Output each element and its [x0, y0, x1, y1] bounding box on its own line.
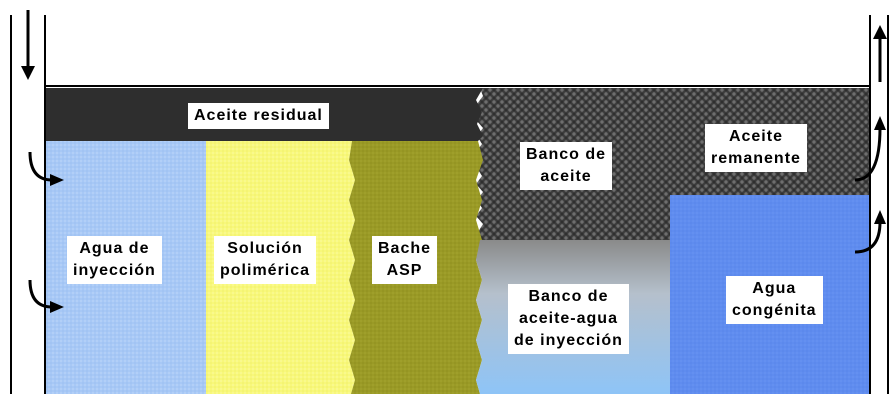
- injection-water-label: Agua de inyección: [67, 236, 162, 284]
- remaining-oil-label: Aceite remanente: [705, 124, 807, 172]
- asp-slug-label: Bache ASP: [372, 236, 438, 284]
- curved-arrow-right-icon: [28, 279, 64, 313]
- down-arrow-icon: [21, 10, 35, 80]
- curved-arrow-up-icon: [854, 210, 886, 254]
- connate-water-label: Agua congénita: [726, 276, 823, 324]
- up-arrow-icon: [873, 25, 887, 82]
- oil-bank-label: Banco de aceite: [520, 142, 613, 190]
- polymer-solution-label: Solución polimérica: [214, 236, 317, 284]
- curved-arrow-up-icon: [854, 116, 886, 182]
- oil-water-bank-label: Banco de aceite-agua de inyección: [508, 284, 629, 354]
- residual-oil-label: Aceite residual: [188, 103, 329, 129]
- curved-arrow-right-icon: [28, 151, 64, 186]
